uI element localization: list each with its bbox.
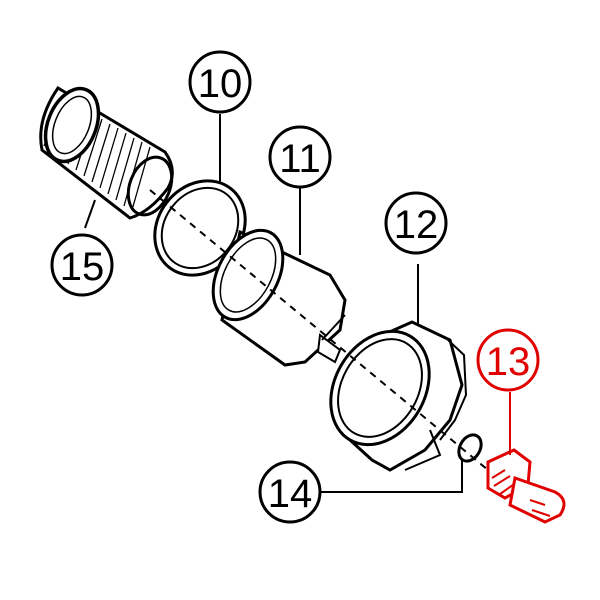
callout-15-label: 15 — [60, 245, 105, 289]
mesh-filter-element — [39, 85, 174, 220]
callout-13: 13 — [476, 328, 540, 392]
callout-10-label: 10 — [198, 62, 243, 106]
callout-12-label: 12 — [394, 203, 439, 247]
assembly-axis — [149, 189, 489, 471]
drain-valve — [486, 448, 566, 524]
callout-11: 11 — [268, 125, 332, 189]
leader-lines — [84, 114, 511, 493]
small-o-ring — [457, 433, 483, 463]
callout-14-label: 14 — [268, 472, 313, 516]
filter-bowl — [211, 228, 347, 367]
callout-10: 10 — [188, 50, 252, 114]
callout-14: 14 — [258, 460, 322, 524]
callout-11-label: 11 — [279, 137, 321, 181]
callout-13-label: 13 — [486, 340, 531, 384]
bowl-nut — [329, 320, 468, 472]
callout-15: 15 — [50, 233, 114, 297]
callout-12: 12 — [384, 191, 448, 255]
